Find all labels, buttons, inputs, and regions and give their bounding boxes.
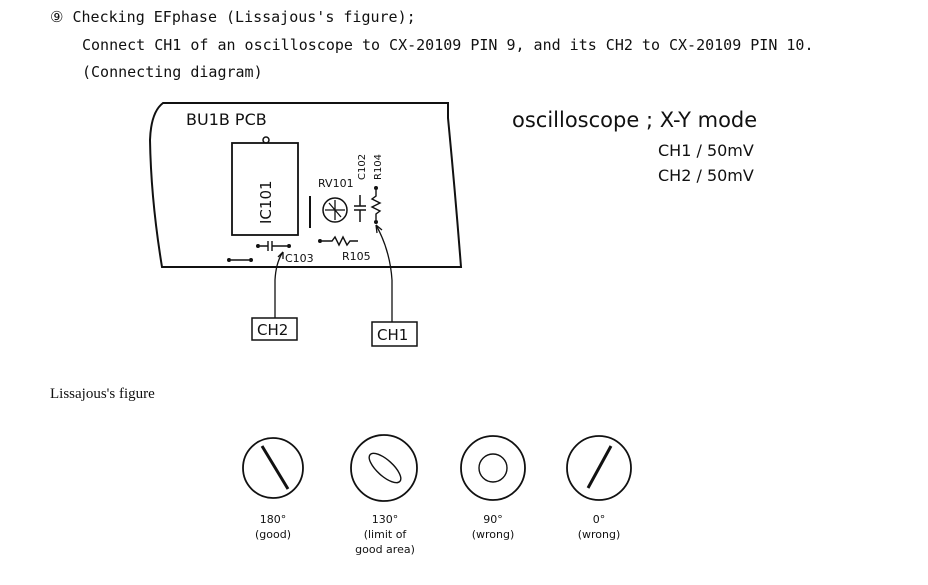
- figure-caption-90: 90° (wrong): [443, 512, 543, 542]
- figure-angle-180: 180°: [259, 513, 287, 526]
- oscilloscope-ch1-setting: CH1 / 50mV: [658, 141, 754, 160]
- pcb-title: BU1B PCB: [186, 110, 267, 129]
- r105-label: R105: [342, 250, 371, 263]
- lissajous-trace-90: [478, 453, 508, 483]
- figure-note-130-line1: (limit of: [363, 528, 407, 541]
- figure-caption-180: 180° (good): [223, 512, 323, 542]
- lissajous-frame-90: [460, 435, 526, 501]
- ch2-box: [251, 317, 298, 341]
- c103-capacitor: [260, 241, 287, 251]
- lissajous-frame-130: [350, 434, 418, 502]
- pcb-connecting-diagram: BU1B PCB IC101 RV101 C102 R104 R105 C103…: [148, 102, 463, 347]
- ch1-box-label: CH1: [377, 326, 408, 344]
- ch2-lead: [274, 251, 284, 318]
- ic101-label: IC101: [257, 180, 275, 224]
- r104-resistor: [370, 190, 382, 220]
- wire-pin-right: [249, 258, 253, 262]
- ic101-outline: [231, 142, 299, 236]
- figure-note-0: (wrong): [577, 528, 621, 541]
- ch1-lead: [375, 224, 393, 322]
- r105-pin-left: [318, 239, 322, 243]
- r104-pin-top: [374, 186, 378, 190]
- oscilloscope-ch2-setting: CH2 / 50mV: [658, 166, 754, 185]
- pcb-outline: [148, 102, 463, 268]
- ch2-arrowhead: [277, 251, 284, 259]
- lissajous-figures: [242, 434, 632, 502]
- lissajous-frame-0: [566, 435, 632, 501]
- figure-angle-0: 0°: [592, 513, 606, 526]
- figure-note-180: (good): [254, 528, 291, 541]
- wire-pin-left: [227, 258, 231, 262]
- r105-resistor: [322, 235, 358, 247]
- rv101-label: RV101: [318, 177, 354, 190]
- lissajous-trace-130: [368, 452, 402, 484]
- ch1-arrowhead: [375, 224, 383, 234]
- figure-angle-90: 90°: [483, 513, 503, 526]
- figure-note-130-line2: good area): [355, 543, 415, 556]
- figure-angle-130: 130°: [371, 513, 399, 526]
- r104-pin-bottom: [374, 220, 378, 224]
- diagram-caption: (Connecting diagram): [82, 63, 263, 81]
- section-heading: ⑨ Checking EFphase (Lissajous's figure);: [50, 8, 416, 26]
- c102-label: C102: [357, 154, 368, 180]
- connection-instruction: Connect CH1 of an oscilloscope to CX-201…: [82, 36, 814, 54]
- figure-caption-0: 0° (wrong): [549, 512, 649, 542]
- r104-label: R104: [373, 154, 384, 180]
- figure-note-90: (wrong): [471, 528, 515, 541]
- rv101-trimmer: [322, 197, 348, 223]
- c103-pin-left: [256, 244, 260, 248]
- c103-pin-right: [287, 244, 291, 248]
- figure-caption-130: 130° (limit of good area): [335, 512, 435, 557]
- ch2-box-label: CH2: [257, 321, 288, 339]
- lissajous-frame-180: [242, 437, 304, 499]
- oscilloscope-mode: oscilloscope ; X-Y mode: [512, 108, 758, 132]
- rv101-cross: [325, 200, 345, 220]
- c103-label: C103: [285, 252, 314, 265]
- ch1-box: [371, 321, 418, 347]
- lissajous-trace-180: [260, 445, 290, 490]
- c102-capacitor: [354, 195, 366, 222]
- lissajous-trace-0: [586, 445, 613, 489]
- lissajous-title: Lissajous's figure: [50, 386, 155, 402]
